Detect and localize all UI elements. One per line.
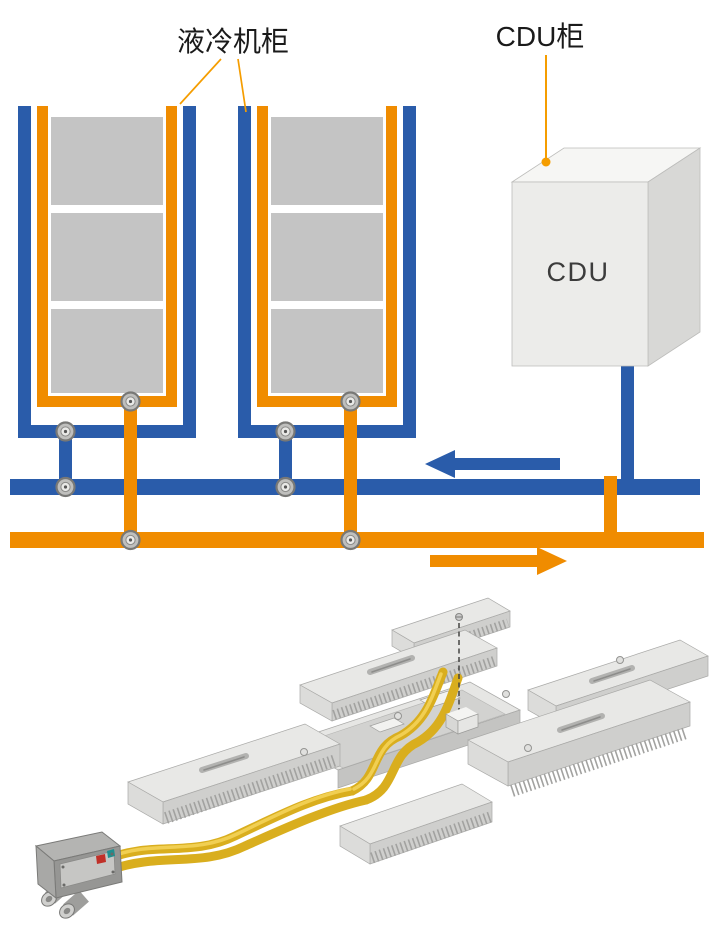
cdu-box: CDU [510,147,702,367]
pipe-joint [275,476,296,498]
cabinet-1-orange-drop-pipe [124,407,137,548]
server-block [271,213,383,301]
pipe-joint [275,421,296,442]
cdu-leader-dot [541,157,551,167]
cabinet-2-orange-left-pipe [257,106,268,407]
module-end-face [127,781,164,825]
module-end-face [299,684,333,722]
chassis-tray [287,681,521,789]
plate-screw [111,870,115,874]
flow-arrow-left [425,450,560,478]
screw-post [524,744,532,752]
orange-piping [10,106,704,548]
plate-screw [110,852,114,856]
module-end-face [467,739,509,787]
cabinet-leader-line-1 [179,58,222,105]
module-end-face [339,825,371,865]
cabinet-2-orange-drop-pipe [344,407,357,548]
module-front-center [339,783,493,865]
plate-screw [62,883,66,887]
pipe-joint [55,421,76,442]
cabinet-2-blue-left-pipe [238,106,251,438]
quick-connector-top [446,707,478,721]
connector-left-face [35,844,57,900]
heatsink-fins [370,811,492,864]
server-block [271,309,383,393]
flow-arrow-right [430,547,567,575]
screw-post [502,690,510,698]
plate-screw [61,865,65,869]
cabinet-1-blue-left-pipe [18,106,31,438]
handle-slot-inner [561,716,601,731]
cabinet-2-blue-bottom-pipe [238,425,416,438]
coldplate-assembly-illustration [34,597,709,919]
heatsink-fins [164,754,338,824]
cabinet-1-blue-right-pipe [183,106,196,438]
cdu-box-label: CDU [547,257,610,287]
cdu-orange-drop-pipe [604,476,617,548]
handle-slot-inner [371,658,411,673]
screw-post [616,656,624,664]
coolant-tube [105,795,371,875]
server-block [51,213,163,301]
cabinet-1-orange-right-pipe [166,106,177,407]
coolant-tube-highlight [352,672,443,791]
server-block [51,309,163,393]
cabinet-1-servers [51,117,163,393]
cdu-cabinet-label: CDU柜 [496,21,585,52]
tray-block [369,717,405,733]
port-bore [63,907,71,915]
cabinet-2-orange-right-pipe [386,106,397,407]
module-left [127,723,341,825]
cabinet-leader-line-2 [237,58,247,113]
screw-posts [300,656,624,756]
cabinet-1-orange-bottom-pipe [37,396,177,407]
coolant-tube-highlight [106,787,352,860]
callouts: 液冷机柜 CDU柜 [177,21,584,167]
red-key-mark [96,854,106,864]
pipe-joints [55,391,361,551]
port-bore [45,895,53,903]
server-block [271,117,383,205]
cdu-box-side-face [647,147,701,367]
handle-slot-inner [203,756,245,771]
screw-post [300,748,308,756]
coolant-tubes [101,667,463,875]
cabinet-2-servers [271,117,383,393]
pipe-joint [120,529,141,551]
cabinet-2-blue-right-pipe [403,106,416,438]
server-block [51,117,163,205]
coolant-tube [361,673,463,805]
cdu-blue-drop-pipe [621,366,634,495]
pipe-joint [340,529,361,551]
insertion-pointer [445,613,479,735]
cabinet-1-blue-bottom-pipe [18,425,196,438]
quick-connector-side [457,713,479,735]
heatsink-fins [332,656,496,720]
screw-post [394,712,402,720]
pipe-joint [55,476,76,498]
cabinet-1-orange-left-pipe [37,106,48,407]
cdu-box-front-face [511,181,649,367]
cabinet-label: 液冷机柜 [177,26,289,57]
module-rear-left [299,629,498,722]
handle-slot-inner [593,668,631,682]
manifold-connector [34,831,123,919]
pipe-joint [340,391,361,412]
cabinet-2-orange-bottom-pipe [257,396,397,407]
pipe-joint [120,391,141,412]
module-right-front [467,679,691,797]
